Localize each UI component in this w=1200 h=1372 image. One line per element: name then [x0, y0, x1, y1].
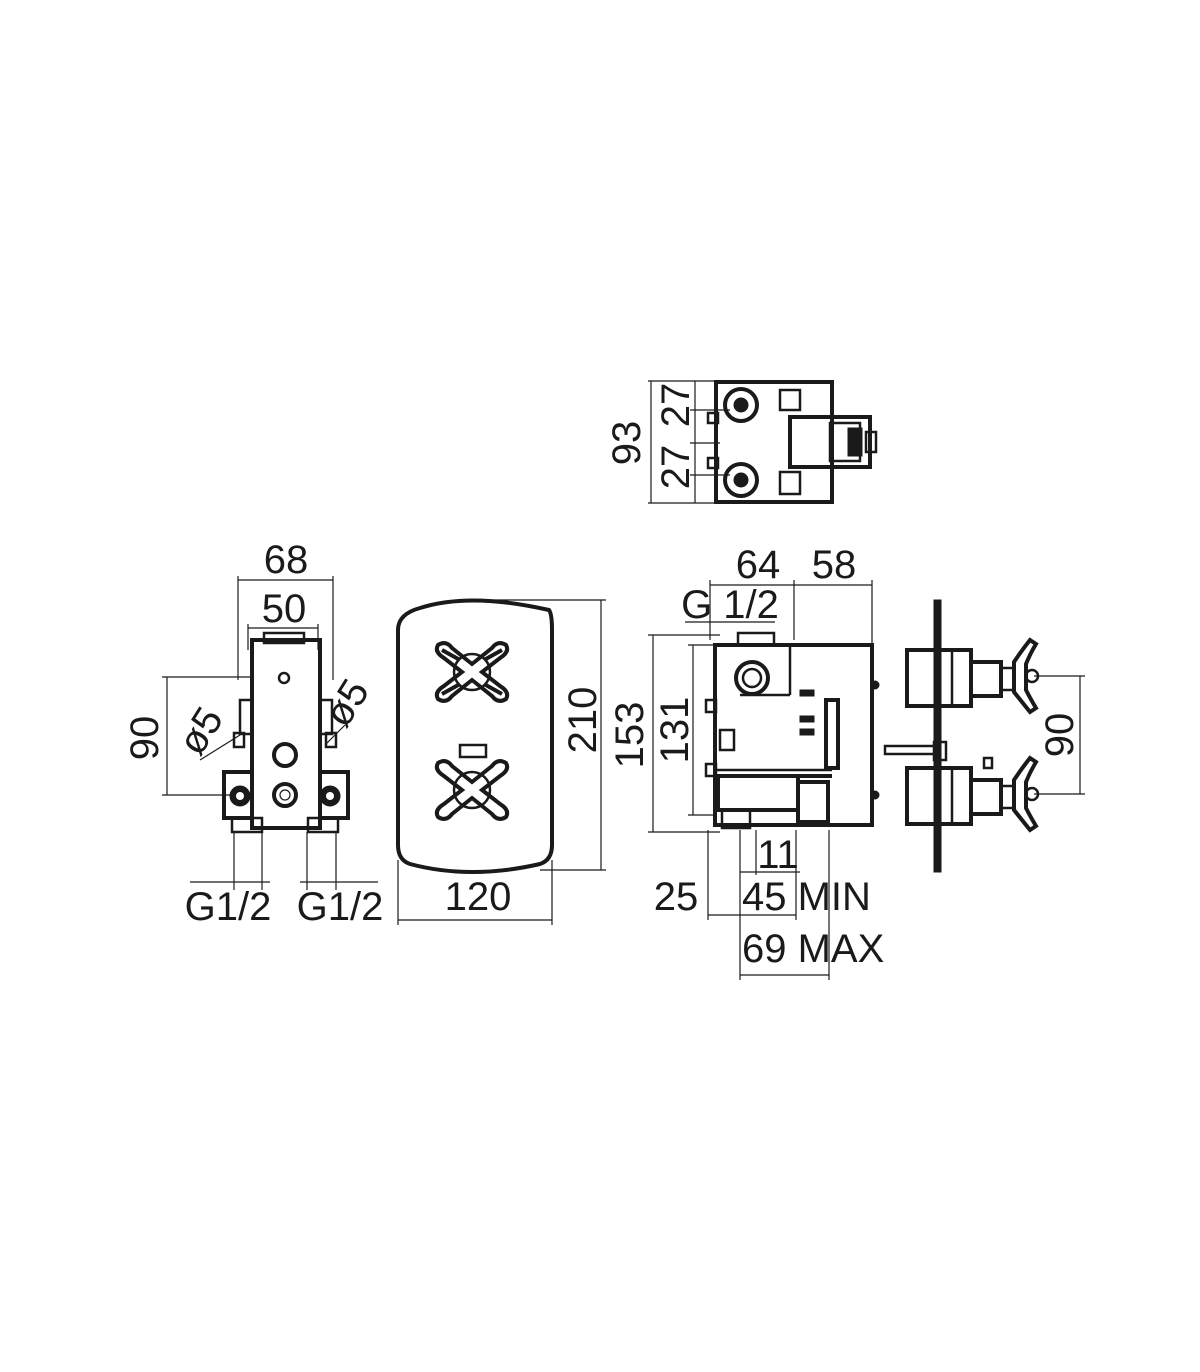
side-thread-top: G 1/2: [681, 583, 779, 627]
left-dim-hole-right: ø5: [316, 672, 378, 735]
left-dim-width-outer: 68: [264, 538, 309, 582]
side-dim-min: 45 MIN: [742, 875, 871, 919]
top-dim-total: 93: [605, 421, 649, 466]
cross-handle-side-top-icon: [1012, 637, 1039, 715]
side-dim-small: 11: [757, 833, 799, 877]
side-dim-height-inner: 131: [653, 697, 697, 764]
cross-handle-top-icon: [434, 641, 510, 703]
front-dim-width: 120: [445, 875, 512, 919]
left-thread-left: G1/2: [185, 885, 272, 929]
side-dim-top-a: 64: [736, 543, 781, 587]
right-view: 90: [883, 599, 1085, 873]
side-dim-left: 25: [654, 875, 699, 919]
front-view: 210 120: [396, 598, 606, 925]
top-dim-lower: 27: [654, 445, 698, 490]
left-view: 68 50 90 ø5 ø5: [123, 538, 383, 929]
right-dim-spacing: 90: [1038, 713, 1082, 758]
side-dim-top-b: 58: [812, 543, 857, 587]
cross-handle-bottom-icon: [434, 743, 510, 821]
left-dim-width-inner: 50: [262, 587, 307, 631]
top-view: 93 27 27: [605, 380, 878, 504]
left-thread-right: G1/2: [297, 885, 384, 929]
left-dim-height: 90: [123, 716, 167, 761]
wall-plate: [933, 599, 942, 873]
side-dim-height-outer: 153: [608, 702, 652, 769]
cover-plate: [396, 598, 554, 874]
left-dim-hole-left: ø5: [170, 700, 232, 763]
front-dim-height: 210: [561, 687, 605, 754]
top-dim-upper: 27: [654, 383, 698, 428]
side-view: 64 58 G 1/2 153 131: [608, 543, 884, 980]
side-dim-max: 69 MAX: [742, 927, 884, 971]
cross-handle-side-bottom-icon: [1012, 755, 1039, 833]
